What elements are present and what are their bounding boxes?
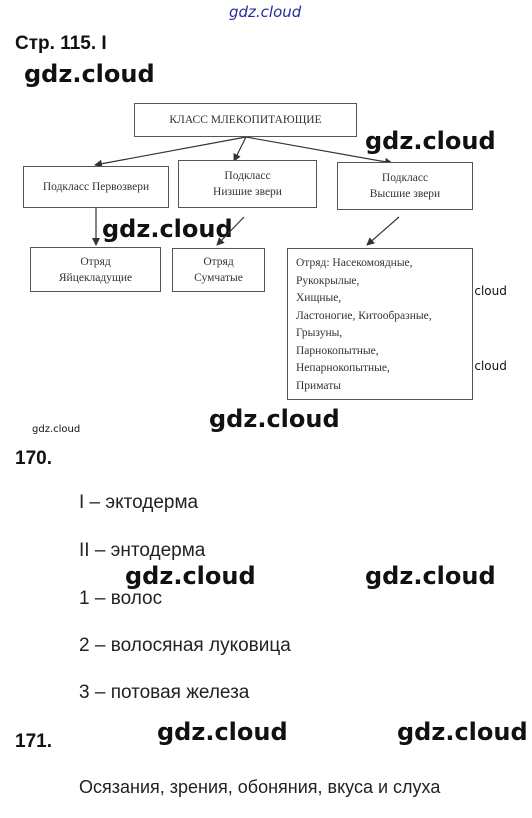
watermark-top: gdz.cloud [229, 3, 302, 21]
watermark: gdz.cloud [365, 127, 496, 155]
diagram-connectors [92, 136, 400, 246]
watermark: gdz.cloud [157, 718, 288, 746]
order-list-item: Отряд: Насекомоядные, [296, 257, 413, 269]
watermark-small: gdz.cloud [32, 424, 81, 435]
task-171-answer: Осязания, зрения, обоняния, вкуса и слух… [79, 777, 441, 797]
subclass-label-line1: Подкласс [224, 170, 271, 182]
diagram-root-box: КЛАСС МЛЕКОПИТАЮЩИЕ [134, 103, 357, 137]
order-box-monotremata: Отряд Яйцекладущие [30, 247, 161, 292]
subclass-label-line1: Подкласс [381, 172, 429, 184]
order-list-item: Грызуны, [296, 327, 343, 339]
subclass-label-line2: Высшие звери [369, 188, 441, 200]
watermark: gdz.cloud [365, 562, 496, 590]
watermark: gdz.cloud [102, 215, 233, 243]
order-list-item: Хищные, [296, 292, 342, 304]
order-box-marsupialia: Отряд Сумчатые [172, 248, 265, 292]
order-list-item: Рукокрылые, [296, 274, 360, 287]
task-170-item: 1 – волос [79, 588, 163, 609]
watermark: gdz.cloud [397, 718, 528, 746]
task-170-item: 2 – волосяная луковица [79, 635, 291, 656]
order-list-item: Парнокопытные, [296, 344, 379, 357]
page-heading: Стр. 115. I [15, 33, 107, 54]
root-label: КЛАСС МЛЕКОПИТАЮЩИЕ [169, 114, 322, 126]
order-list-item: Непарнокопытные, [296, 362, 390, 374]
order-label-line2: Сумчатые [194, 272, 243, 284]
subclass-box-eutheria: Подкласс Высшие звери [337, 162, 473, 210]
subclass-box-prototheria: Подкласс Первозвери [23, 166, 169, 208]
task-170-item: II – энтодерма [79, 540, 206, 561]
order-label-line1: Отряд [80, 255, 111, 268]
task-171-number: 171. [15, 731, 52, 752]
watermark: gdz.cloud [24, 60, 155, 88]
order-list-item: Ластоногие, Китообразные, [296, 309, 432, 322]
task-170-item: I – эктодерма [79, 492, 199, 513]
task-170-item: 3 – потовая железа [79, 682, 250, 703]
subclass-label: Подкласс Первозвери [42, 181, 150, 193]
watermark: gdz.cloud [209, 405, 340, 433]
order-box-placental: Отряд: Насекомоядные, Рукокрылые, Хищные… [287, 248, 473, 400]
subclass-box-metatheria: Подкласс Низшие звери [178, 160, 317, 208]
order-list-item: Приматы [296, 379, 341, 392]
task-170-number: 170. [15, 448, 52, 469]
order-label-line2: Яйцекладущие [58, 271, 133, 284]
order-label-line1: Отряд [203, 256, 234, 268]
subclass-label-line2: Низшие звери [213, 186, 282, 198]
watermark: gdz.cloud [125, 562, 256, 590]
